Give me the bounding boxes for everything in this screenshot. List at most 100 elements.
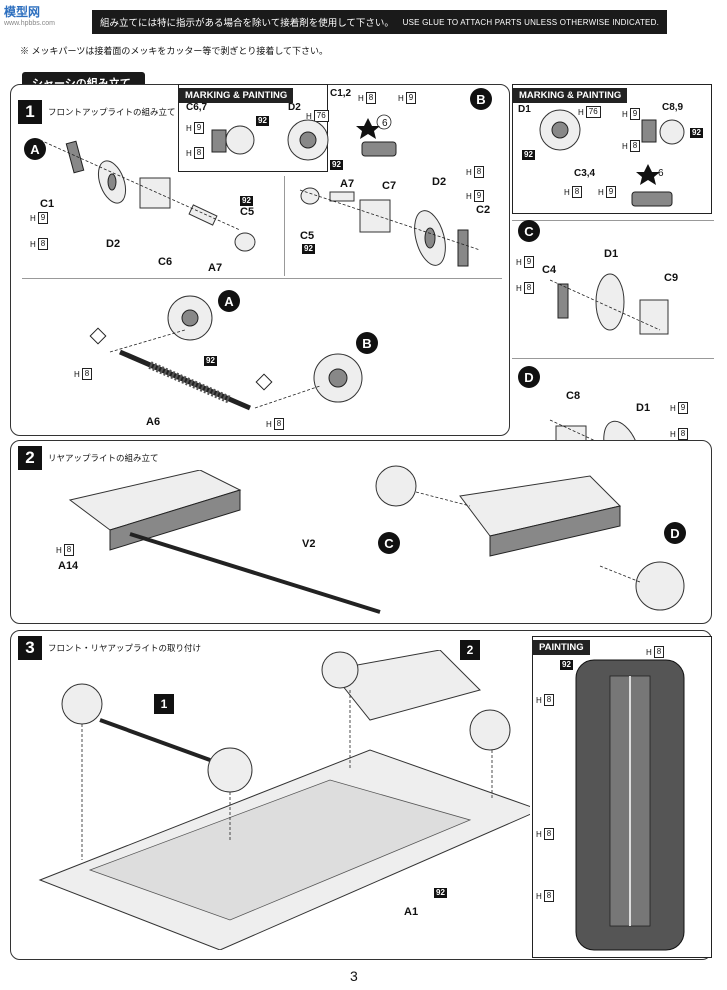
caliper-c89	[641, 119, 657, 143]
step1-reference: 1	[154, 694, 174, 714]
step2-reference: 2	[460, 640, 480, 660]
part-label-c12: C1,2	[330, 88, 352, 99]
upright-c-assembly	[375, 465, 417, 507]
front-upright-left	[61, 683, 103, 725]
rear-upright-assembly	[375, 465, 685, 611]
front-upright-left-exploded	[40, 139, 256, 252]
tie-rod-assembly	[109, 295, 363, 411]
part-label-c89: C8,9	[662, 102, 684, 113]
glue-notice-jp: 組み立てには特に指示がある場合を除いて接着剤を使用して下さい。	[100, 18, 394, 29]
assembly-line	[550, 279, 661, 331]
part-label-c1: C1	[40, 198, 55, 210]
crossmember-side	[489, 505, 621, 557]
star-icon	[356, 118, 380, 139]
part-label-c34: C3,4	[574, 168, 596, 179]
cap-c5	[300, 187, 320, 205]
decal-circle	[376, 114, 392, 130]
subassembly-a-marker: A	[24, 138, 46, 160]
part-label-d2-mp: D2	[288, 102, 301, 113]
code-92: 92	[330, 160, 343, 170]
hub	[181, 309, 199, 327]
code-92: 92	[690, 128, 703, 138]
part-label-c5: C5	[240, 206, 255, 218]
shaft-a7	[329, 191, 355, 202]
divider	[512, 220, 714, 221]
subassembly-d-marker: D	[518, 366, 540, 388]
part-label-c2: C2	[476, 204, 491, 216]
star-icon	[636, 164, 660, 185]
disc-center	[551, 121, 569, 139]
rod-v2	[129, 532, 381, 614]
subassembly-a-marker: A	[218, 290, 240, 312]
part-label-d2: D2	[106, 238, 121, 250]
rear-upright-c-exploded	[550, 273, 669, 335]
marking-painting-label: MARKING & PAINTING	[513, 88, 628, 103]
tie-rod-boot	[148, 361, 232, 404]
disc-d1	[595, 273, 625, 331]
part-label-d1: D1	[604, 248, 619, 260]
code-92: 92	[240, 196, 253, 206]
code-6: 6	[658, 168, 664, 179]
part-label-c4: C4	[542, 264, 557, 276]
upright-c6	[139, 177, 171, 209]
part-label-c67: C6,7	[186, 102, 208, 113]
chassis-underside-drawing	[575, 659, 685, 951]
front-upright-right-exploded	[299, 187, 481, 267]
part-label-d1-mp: D1	[518, 104, 531, 115]
chassis-assembly-drawing	[38, 650, 530, 950]
part-label-d2: D2	[432, 176, 447, 188]
part-label-c5: C5	[300, 230, 315, 242]
subassembly-c-marker: C	[378, 532, 400, 554]
hub	[328, 368, 348, 388]
subassembly-b-marker: B	[356, 332, 378, 354]
front-upright-right	[207, 747, 253, 793]
subassembly-d-marker: D	[664, 522, 686, 544]
divider	[22, 278, 502, 279]
step1-number: 1	[18, 100, 42, 124]
part-label-a14: A14	[58, 560, 79, 572]
code-92: 92	[204, 356, 217, 366]
divider	[284, 176, 285, 276]
rear-upright-left	[321, 651, 359, 689]
assembly-line	[254, 385, 321, 409]
marking-painting-label: MARKING & PAINTING	[179, 88, 294, 103]
subassembly-c-marker: C	[518, 220, 540, 242]
step3-title: フロント・リヤアップライトの取り付け	[48, 643, 202, 653]
marking-painting-drawings-1	[211, 114, 397, 161]
part-label-c8: C8	[566, 390, 581, 402]
upright-d-assembly	[635, 561, 685, 611]
step2-title: リヤアップライトの組み立て	[48, 453, 159, 463]
code-92: 92	[302, 244, 315, 254]
part-label-a6: A6	[146, 416, 161, 428]
assembly-line	[299, 189, 481, 251]
upright-hub	[659, 119, 685, 145]
tie-rod-a6	[119, 349, 251, 411]
cap-c5	[234, 232, 256, 252]
code-92: 92	[522, 150, 535, 160]
disc-hub	[107, 173, 117, 191]
rear-upright-right	[469, 709, 511, 751]
page-number: 3	[350, 968, 358, 984]
part-label-c7: C7	[382, 180, 397, 192]
upright-c9	[639, 299, 669, 335]
disc-hub	[424, 227, 436, 249]
